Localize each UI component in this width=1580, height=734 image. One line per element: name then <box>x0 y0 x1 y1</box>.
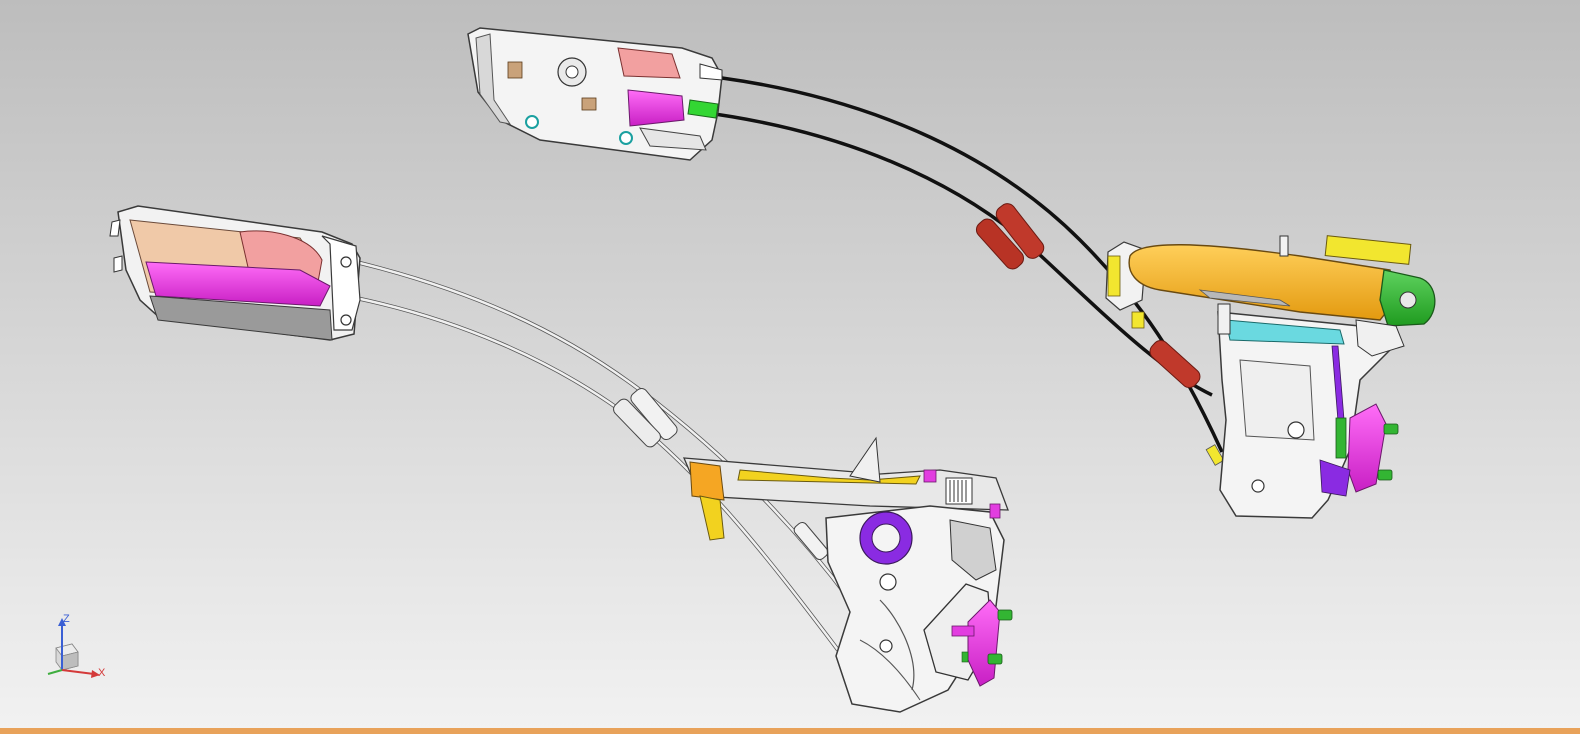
purple-ring <box>859 511 913 565</box>
red-sleeve <box>975 218 1025 270</box>
green-pin <box>1383 423 1399 435</box>
cable-end-fitting <box>1205 444 1225 466</box>
green-pin <box>987 653 1003 665</box>
white-cable-pair[interactable] <box>355 260 852 652</box>
coordinate-triad[interactable]: Z X <box>40 612 110 682</box>
front-latch-assembly[interactable] <box>682 436 1013 713</box>
front-outer-handle[interactable] <box>1105 235 1436 327</box>
triad-cube-icon <box>55 643 79 671</box>
latch-spring <box>945 477 973 505</box>
red-sleeve <box>995 203 1045 259</box>
front-inner-handle[interactable] <box>467 27 723 161</box>
green-pin <box>997 609 1013 621</box>
y-axis-arrow <box>47 669 63 675</box>
rear-latch-assembly[interactable] <box>1131 303 1405 519</box>
triad-graphic <box>47 618 100 678</box>
black-cable-pair[interactable] <box>699 76 1225 466</box>
rear-inner-handle[interactable] <box>109 205 361 341</box>
white-sleeve <box>630 387 678 441</box>
white-sleeve <box>793 521 829 561</box>
x-axis-label: X <box>98 667 106 679</box>
viewport-bottom-border <box>0 728 1580 734</box>
red-sleeve <box>1149 339 1201 389</box>
green-pin <box>1377 469 1393 481</box>
x-axis-arrow <box>61 669 95 675</box>
z-axis-label: Z <box>63 613 70 625</box>
white-sleeve <box>613 398 661 448</box>
